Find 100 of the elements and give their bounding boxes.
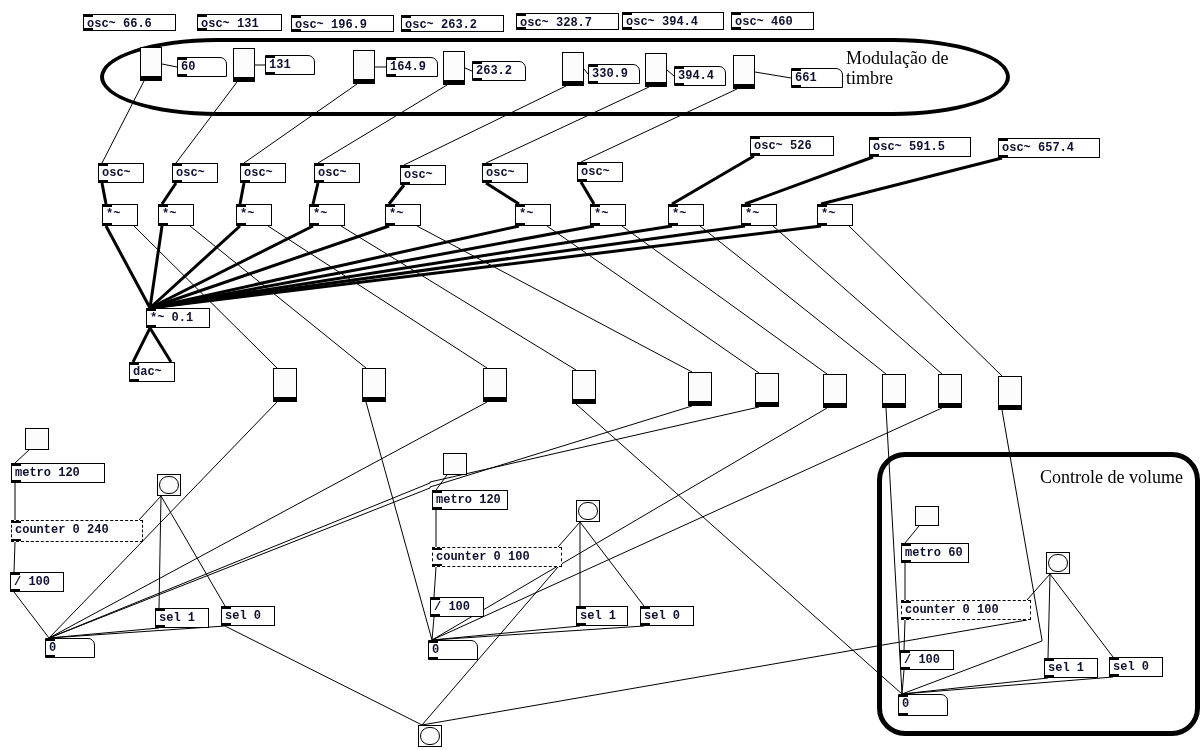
patch-cord <box>243 83 358 164</box>
patch-cord <box>1049 573 1114 658</box>
object-box: sel 0 <box>640 606 694 626</box>
patch-cord <box>160 495 226 607</box>
patch-cord <box>464 67 473 72</box>
patch-cord <box>848 225 1003 377</box>
number-box: 164.9 <box>386 57 438 77</box>
object-box: counter 0 100 <box>901 600 1031 620</box>
patch-cord <box>904 525 920 544</box>
patch-cord <box>311 182 320 205</box>
toggle-box <box>25 428 49 450</box>
patch-cord <box>772 225 943 375</box>
number-box: 330.9 <box>588 64 640 84</box>
patch-cord <box>13 541 16 573</box>
object-box: *~ <box>741 204 777 226</box>
group-outline <box>100 38 1010 116</box>
number-box: 131 <box>265 55 315 75</box>
vertical-slider <box>938 374 962 408</box>
object-box: metro 60 <box>901 543 969 563</box>
patch-cord <box>583 68 589 75</box>
vertical-slider <box>362 368 386 402</box>
patch-cord <box>903 619 906 651</box>
vertical-slider <box>562 52 584 86</box>
patch-cord <box>189 225 367 369</box>
patch-cord <box>435 509 437 548</box>
vertical-slider <box>688 372 712 406</box>
vertical-slider <box>998 376 1022 410</box>
number-box: 263.2 <box>472 61 526 81</box>
patch-cord <box>580 88 738 163</box>
patch-cord <box>485 86 650 164</box>
patch-cord <box>416 225 693 373</box>
object-box: osc~ 196.9 <box>291 15 394 32</box>
object-box: *~ <box>102 204 138 226</box>
vertical-slider <box>353 50 375 84</box>
object-box: osc~ 526 <box>750 136 834 156</box>
patch-cord <box>431 407 828 641</box>
object-box: metro 120 <box>11 463 105 483</box>
patch-cord <box>403 85 567 166</box>
patch-cord <box>148 225 164 309</box>
patch-cord <box>885 407 903 695</box>
patch-cord <box>148 327 173 363</box>
patch-cord <box>365 401 433 641</box>
patch-cord <box>754 71 792 79</box>
patch-cord <box>421 566 559 726</box>
number-box: 0 <box>898 694 948 716</box>
object-box: sel 1 <box>576 606 628 626</box>
patch-cord <box>387 184 406 205</box>
patch-cord <box>131 327 152 363</box>
object-box: sel 1 <box>155 608 209 628</box>
bang-button <box>576 500 600 522</box>
vertical-slider <box>645 53 667 87</box>
patch-cord <box>340 225 577 371</box>
object-box: sel 0 <box>221 606 275 626</box>
patch-cord <box>317 84 448 164</box>
comment-text: Modulação de timbre <box>846 48 950 88</box>
vertical-slider <box>443 51 465 85</box>
toggle-box <box>443 453 467 475</box>
object-box: counter 0 240 <box>11 520 143 542</box>
patch-cord <box>579 521 581 607</box>
object-box: osc~ <box>482 163 528 183</box>
object-box: / 100 <box>900 650 954 670</box>
patch-cord <box>175 81 238 164</box>
patch-cord <box>267 225 488 369</box>
object-box: *~ <box>158 204 194 226</box>
object-box: osc~ 460 <box>731 12 814 30</box>
number-box: 0 <box>428 640 478 660</box>
object-box: osc~ 394.4 <box>622 12 724 30</box>
patch-cord <box>100 182 108 205</box>
patch-cord <box>48 401 488 639</box>
object-box: osc~ 591.5 <box>869 137 971 157</box>
object-box: sel 1 <box>1044 658 1098 678</box>
patch-cord <box>254 64 266 66</box>
object-box: osc~ <box>98 163 144 183</box>
number-box: 661 <box>791 68 843 88</box>
vertical-slider <box>572 370 596 404</box>
comment-text: Controle de volume <box>1040 467 1183 487</box>
object-box: osc~ <box>240 163 286 183</box>
patch-cord <box>901 409 1043 695</box>
object-box: osc~ 66.6 <box>83 14 176 31</box>
number-box: 0 <box>45 638 95 658</box>
patch-cord <box>224 625 423 726</box>
object-box: *~ <box>385 204 421 226</box>
object-box: counter 0 100 <box>432 547 562 567</box>
patch-cord <box>14 482 16 521</box>
patch-cord <box>579 181 596 205</box>
patch-cord <box>621 225 828 375</box>
object-box: *~ <box>309 204 345 226</box>
object-box: *~ <box>668 204 704 226</box>
patch-cord <box>48 401 278 639</box>
object-box: / 100 <box>430 597 484 617</box>
object-box: / 100 <box>10 572 64 592</box>
patch-cord <box>557 521 581 548</box>
patch-cord <box>575 403 903 695</box>
patch-cord <box>546 225 760 374</box>
patch-cord <box>374 66 387 68</box>
object-box: osc~ 657.4 <box>998 138 1100 158</box>
patch-cord <box>158 495 162 609</box>
object-box: osc~ <box>400 165 446 185</box>
patch-cord <box>238 182 246 205</box>
object-box: *~ <box>236 204 272 226</box>
